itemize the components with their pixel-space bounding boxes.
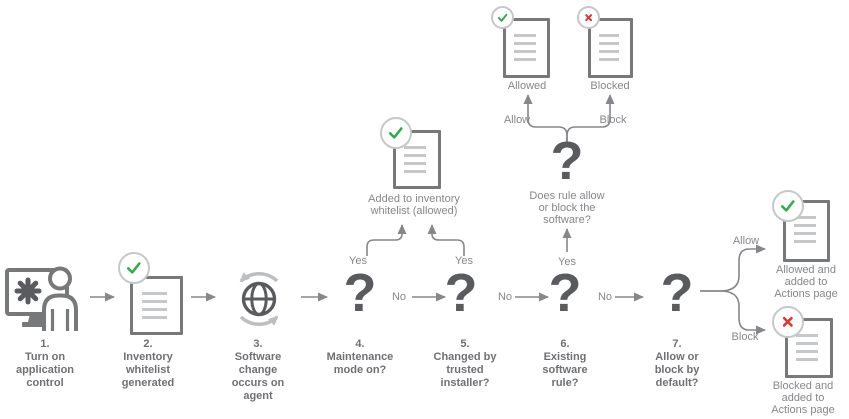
document-lines	[598, 34, 620, 62]
question-mark-rule-decision: ?	[550, 131, 584, 191]
step-text: Software change occurs on agent	[231, 351, 285, 402]
step-number: 5.	[460, 338, 470, 350]
no-label-rule: No	[597, 291, 613, 303]
no-label-maintenance: No	[391, 291, 407, 303]
default-blocked-caption: Blocked and added to Actions page	[771, 380, 835, 416]
check-badge	[772, 190, 804, 222]
yes-label-maintenance: Yes	[349, 255, 367, 267]
step-text: Allow or block by default?	[654, 351, 700, 389]
step-1-label: 1. Turn on application control	[0, 338, 95, 390]
rule-allowed-caption: Allowed	[507, 80, 547, 92]
monitor-stand	[28, 314, 44, 322]
yes-label-rule: Yes	[558, 256, 576, 268]
step-text: Inventory whitelist generated	[121, 351, 175, 389]
check-icon	[127, 262, 141, 274]
allow-label-default: Allow	[732, 235, 760, 247]
step-number: 6.	[560, 338, 570, 350]
software-change-icon	[239, 271, 279, 327]
step-number: 4.	[355, 338, 365, 350]
default-allowed-caption: Allowed and added to Actions page	[774, 264, 838, 300]
x-icon	[783, 317, 793, 327]
branch-yes-installer	[427, 224, 465, 256]
check-icon	[781, 200, 795, 212]
step-text: Changed by trusted installer?	[433, 351, 497, 389]
document-icon	[503, 18, 550, 78]
x-badge	[577, 6, 600, 29]
application-control-icon	[5, 266, 78, 331]
step-2-label: 2. Inventory whitelist generated	[98, 338, 198, 390]
whitelist-outcome-caption: Added to inventory whitelist (allowed)	[368, 193, 460, 217]
yes-label-installer: Yes	[455, 255, 473, 267]
step-number: 7.	[672, 338, 682, 350]
branch-rule-allow	[523, 94, 568, 144]
step-text: Maintenance mode on?	[326, 351, 394, 376]
block-label-rule: Block	[599, 114, 627, 126]
check-badge	[380, 117, 412, 149]
globe-icon	[241, 281, 277, 317]
x-badge	[772, 306, 804, 338]
step-4-label: 4. Maintenance mode on?	[310, 338, 410, 377]
step-number: 1.	[40, 338, 50, 350]
rule-blocked-caption: Blocked	[590, 80, 630, 92]
question-mark-maintenance: ?	[343, 263, 377, 323]
branch-rule-block	[566, 94, 615, 144]
document-lines	[794, 216, 816, 244]
branch-yes-maintenance	[366, 224, 407, 256]
branch-default-allow	[700, 244, 766, 292]
question-mark-installer: ?	[444, 263, 478, 323]
check-badge	[491, 6, 514, 29]
user-icon	[42, 266, 78, 331]
question-mark-rule: ?	[548, 263, 582, 323]
allow-label-rule: Allow	[503, 114, 531, 126]
check-icon	[497, 13, 508, 22]
step-number: 2.	[143, 338, 153, 350]
step-text: Existing software rule?	[542, 351, 588, 389]
block-label-default: Block	[731, 331, 759, 343]
no-label-installer: No	[497, 291, 513, 303]
step-text: Turn on application control	[15, 351, 75, 389]
step-5-label: 5. Changed by trusted installer?	[413, 338, 517, 390]
document-lines	[142, 292, 167, 320]
document-lines	[404, 146, 427, 174]
document-lines	[796, 334, 819, 362]
document-icon	[130, 276, 183, 335]
document-icon	[783, 200, 830, 262]
branch-default-block	[700, 290, 766, 335]
step-7-label: 7. Allow or block by default?	[627, 338, 727, 390]
document-icon	[588, 18, 633, 78]
check-icon	[389, 127, 403, 139]
check-badge	[118, 252, 150, 284]
step-3-label: 3. Software change occurs on agent	[208, 338, 308, 403]
question-mark-default: ?	[660, 263, 694, 323]
rule-decision-caption: Does rule allow or block the software?	[529, 190, 605, 226]
step-number: 3.	[253, 338, 263, 350]
step-6-label: 6. Existing software rule?	[515, 338, 615, 390]
document-lines	[514, 34, 536, 62]
x-icon	[585, 14, 592, 21]
refresh-arrows-icon	[239, 271, 279, 327]
asterisk-icon	[14, 277, 42, 305]
